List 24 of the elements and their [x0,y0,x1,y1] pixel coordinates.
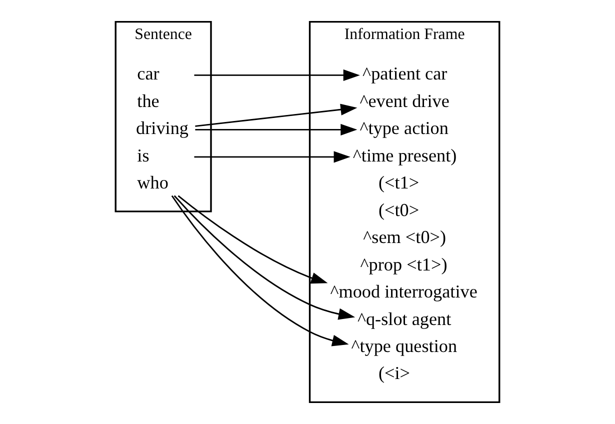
node-text: car [137,64,160,84]
arrow [171,195,349,346]
node-text: ^sem <t0>) [363,226,446,247]
node-text: ^time present) [352,145,457,166]
node-text: the [137,90,160,111]
node-text: ^mood interrogative [330,281,478,302]
arrow [174,195,356,320]
node-text: (<i> [378,363,410,384]
node-text: (<t0> [378,200,420,220]
node-text: (<t1> [378,172,420,192]
node-text: ^type question [351,336,458,356]
arrow [194,69,360,81]
arrow [195,104,358,127]
node-text: is [137,145,150,166]
node-text: ^patient car [362,64,448,84]
node-text: ^event drive [360,90,450,111]
node-text: driving [136,118,189,138]
node-text: ^q-slot agent [357,308,452,329]
arrow [194,151,350,163]
arrow [178,195,328,284]
arrow [195,124,358,136]
node-text: ^type action [360,118,448,138]
node-text: ^prop <t1>) [360,254,448,274]
node-text: who [137,172,168,192]
